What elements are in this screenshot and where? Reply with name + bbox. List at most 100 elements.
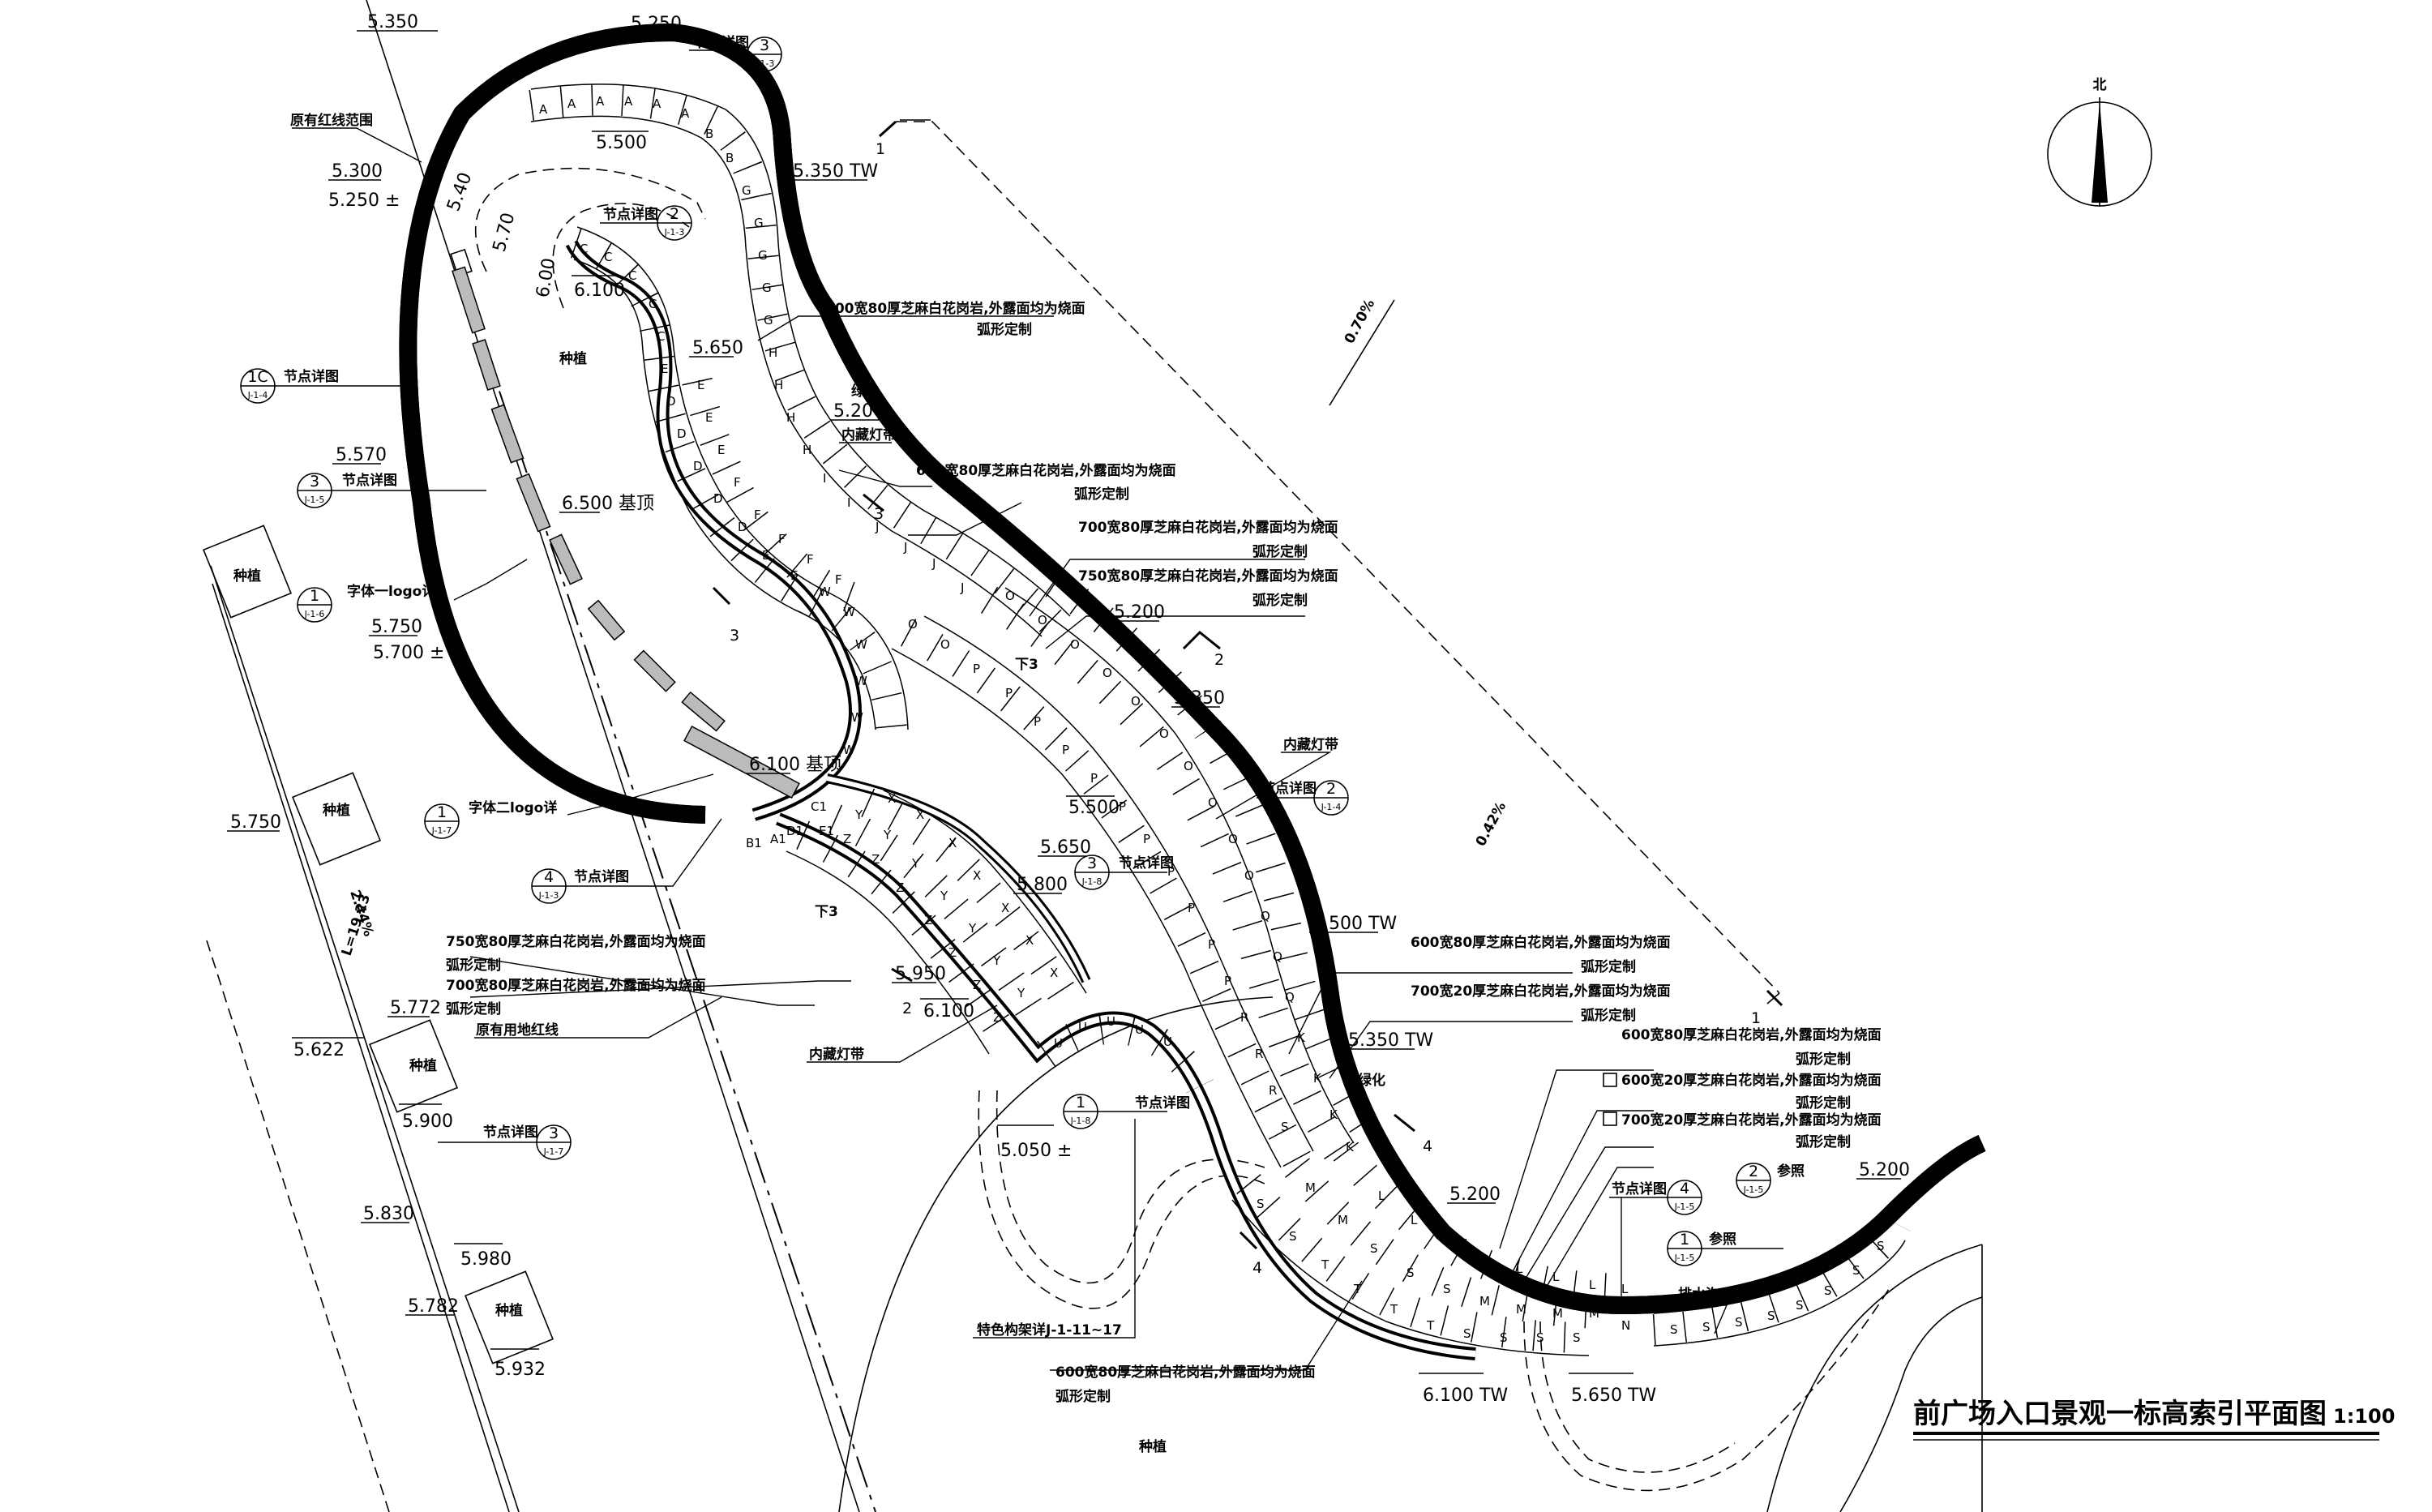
detail-symbol-s13: 2 J-1-5 (1736, 1163, 1771, 1198)
svg-text:Y: Y (992, 953, 1001, 968)
svg-text:E: E (790, 568, 798, 583)
svg-text:P: P (1005, 686, 1013, 700)
elev-9: 5.200 (831, 401, 884, 422)
svg-text:X: X (916, 807, 924, 822)
svg-text:J-1-7: J-1-7 (543, 1146, 564, 1157)
svg-text:S: S (1463, 1326, 1471, 1341)
svg-text:1: 1 (1076, 1094, 1085, 1112)
material-arc-2: 弧形定制 (1074, 486, 1129, 503)
svg-text:5.350: 5.350 (1174, 688, 1225, 709)
label-redline-land: 原有用地红线 (476, 1022, 559, 1039)
svg-text:P: P (1090, 771, 1098, 786)
material-callout-7: 600宽80厚芝麻白花岗岩,外露面均为烧面 (1411, 934, 1671, 951)
elev-28: 5.050 ± (997, 1124, 1072, 1161)
svg-text:5.830: 5.830 (363, 1204, 414, 1224)
elev-27: 5.350 TW (1346, 1030, 1433, 1051)
svg-text:5.900: 5.900 (402, 1112, 453, 1132)
svg-text:C1: C1 (811, 799, 827, 814)
svg-text:U: U (1107, 1014, 1115, 1029)
svg-text:Y: Y (854, 807, 863, 822)
svg-text:G: G (762, 281, 772, 295)
svg-text:J-1-5: J-1-5 (1743, 1184, 1764, 1195)
svg-text:D: D (713, 491, 723, 506)
planting-boxes: 种植 种植 种植 种植 种植 种植 (203, 350, 1167, 1455)
svg-text:H: H (774, 378, 783, 392)
svg-text:3: 3 (310, 473, 319, 490)
svg-text:Q: Q (1261, 909, 1270, 923)
svg-text:5.932: 5.932 (495, 1360, 546, 1380)
svg-text:S: S (1767, 1309, 1775, 1323)
material-callouts: 600宽80厚芝麻白花岗岩,外露面均为烧面 弧形定制 600宽80厚芝麻白花岗岩… (446, 300, 1882, 1405)
svg-text:L: L (1443, 1233, 1450, 1248)
svg-text:6.100 TW: 6.100 TW (1423, 1386, 1508, 1406)
svg-text:A: A (653, 96, 662, 111)
svg-text:5.570: 5.570 (336, 445, 387, 465)
svg-text:节点详图: 节点详图 (1119, 855, 1174, 872)
svg-text:Z: Z (948, 945, 957, 960)
svg-text:5.782: 5.782 (408, 1296, 459, 1317)
section-2b: 2 (902, 1000, 912, 1017)
svg-text:O: O (1131, 694, 1141, 709)
material-arc-4: 弧形定制 (1252, 592, 1308, 609)
svg-text:W: W (851, 710, 863, 725)
svg-text:U: U (1163, 1034, 1172, 1049)
elev-33: 5.200 (1447, 1184, 1501, 1205)
svg-text:P: P (973, 662, 980, 676)
elev-34: 5.200 (1856, 1160, 1910, 1180)
svg-text:E: E (762, 548, 769, 563)
material-callout-1: 600宽80厚芝麻白花岗岩,外露面均为烧面 (825, 300, 1085, 317)
svg-text:5.500: 5.500 (596, 133, 647, 153)
linework-background (206, 0, 1983, 1512)
svg-text:U: U (1054, 1036, 1063, 1051)
svg-text:J: J (875, 520, 879, 534)
svg-text:1: 1 (1680, 1231, 1689, 1249)
svg-text:J: J (931, 556, 936, 571)
svg-text:节点详图: 节点详图 (1135, 1094, 1190, 1112)
elev-13: 5.700 ± (373, 643, 444, 663)
svg-text:A: A (567, 96, 576, 111)
detail-symbol-s6: 1 J-1-7 (424, 803, 460, 839)
section-4b: 4 (1252, 1259, 1262, 1277)
svg-text:E: E (697, 378, 704, 392)
material-arc-10: 弧形定制 (1796, 1094, 1851, 1112)
svg-text:O: O (1228, 832, 1238, 846)
svg-text:J-1-5: J-1-5 (304, 495, 325, 505)
svg-text:R: R (1255, 1047, 1263, 1061)
svg-text:J: J (960, 580, 964, 595)
svg-text:P: P (1167, 864, 1175, 879)
svg-text:F: F (754, 508, 761, 522)
svg-text:B: B (726, 151, 734, 165)
svg-text:D1: D1 (786, 824, 803, 838)
svg-text:W: W (855, 637, 867, 652)
svg-text:S: S (1443, 1282, 1451, 1296)
detail-symbol-s10: 1 J-1-8 节点详图 (1063, 1094, 1190, 1129)
svg-text:A: A (596, 94, 605, 109)
svg-text:T: T (1353, 1282, 1362, 1296)
svg-text:B1: B1 (746, 836, 762, 850)
svg-text:C: C (580, 242, 588, 256)
svg-text:1C: 1C (247, 368, 268, 386)
svg-text:S: S (1702, 1320, 1711, 1334)
svg-text:X: X (948, 836, 957, 850)
svg-text:N: N (1621, 1318, 1630, 1333)
elev-35: 6.100 TW (1419, 1373, 1508, 1406)
elev-1: 5.350 (357, 12, 438, 32)
svg-text:L: L (1589, 1278, 1596, 1292)
svg-text:G: G (742, 183, 751, 198)
elev-4: 5.350 TW (786, 161, 878, 182)
svg-text:O: O (1038, 613, 1047, 628)
svg-text:O: O (908, 617, 918, 632)
elev-29: 5.830 (361, 1204, 414, 1224)
elev-24: 5.772 (387, 998, 441, 1018)
svg-text:J-1-3: J-1-3 (754, 58, 775, 69)
svg-text:G: G (764, 313, 773, 328)
elev-22: 5.950 (892, 964, 946, 984)
svg-text:O: O (940, 637, 950, 652)
svg-text:E1: E1 (819, 824, 834, 838)
slope-mark-2: 下3 (815, 904, 838, 920)
svg-text:Y: Y (968, 921, 977, 936)
svg-text:J-1-8: J-1-8 (1070, 1116, 1091, 1126)
material-arc-12: 弧形定制 (1055, 1388, 1111, 1405)
elev-20: 5.800 (1013, 875, 1068, 895)
